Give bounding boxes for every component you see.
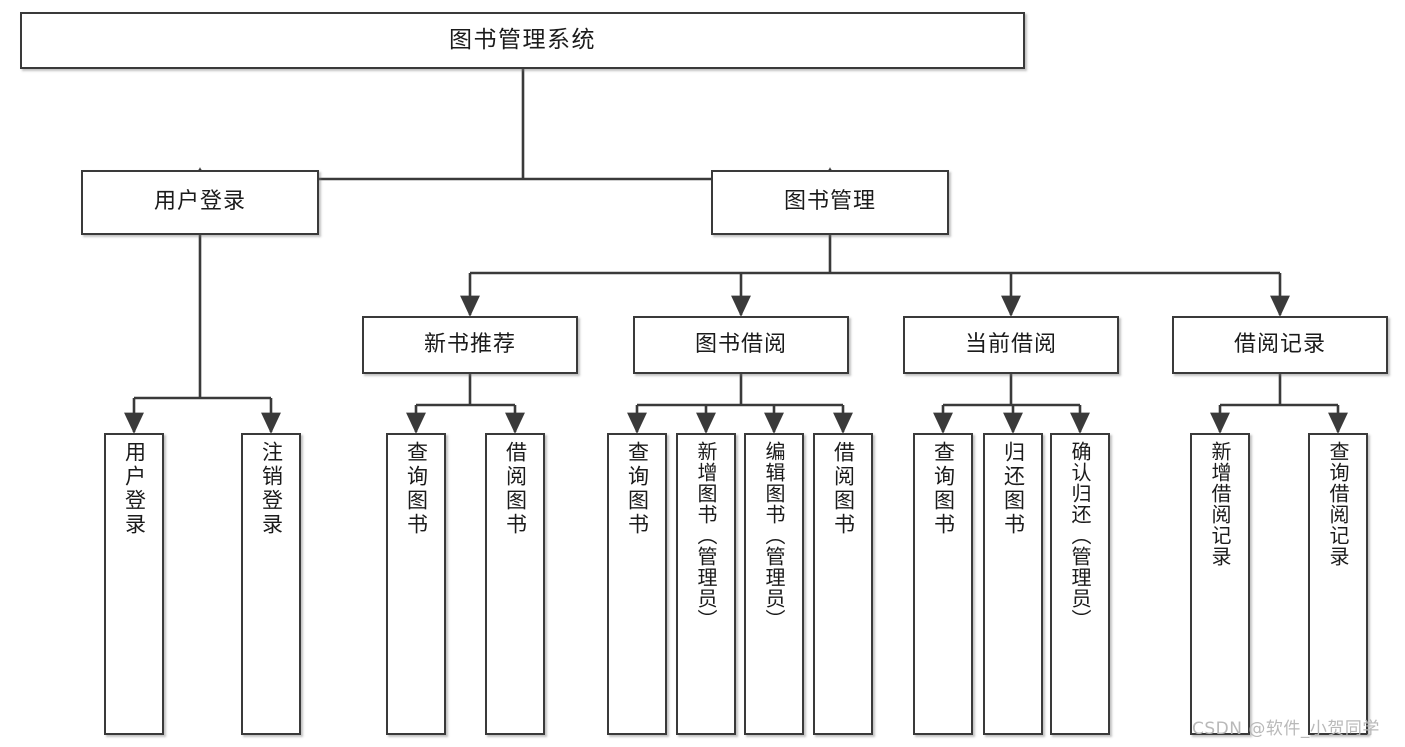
node-label: 图书管理系统 xyxy=(449,26,596,53)
leaf-add-borrow-record[interactable]: 新增借阅记录 xyxy=(1190,433,1250,735)
leaf-borrow-query-book[interactable]: 查询图书 xyxy=(607,433,667,735)
leaf-borrow-book[interactable]: 借阅图书 xyxy=(813,433,873,735)
node-label: 图书借阅 xyxy=(694,331,787,357)
node-user-login[interactable]: 用户登录 xyxy=(81,170,319,235)
node-label: 归还图书 xyxy=(1001,441,1026,537)
node-label: 当前借阅 xyxy=(964,331,1057,357)
node-label: 编辑图书（管理员） xyxy=(762,441,786,630)
node-label: 借阅图书 xyxy=(831,441,856,537)
node-label: 查询图书 xyxy=(404,441,429,537)
leaf-confirm-return-admin[interactable]: 确认归还（管理员） xyxy=(1050,433,1110,735)
leaf-query-borrow-record[interactable]: 查询借阅记录 xyxy=(1308,433,1368,735)
node-label: 查询借阅记录 xyxy=(1326,441,1350,567)
leaf-current-query-book[interactable]: 查询图书 xyxy=(913,433,973,735)
leaf-edit-book-admin[interactable]: 编辑图书（管理员） xyxy=(744,433,804,735)
node-new-book-recommend[interactable]: 新书推荐 xyxy=(362,316,578,374)
leaf-user-login[interactable]: 用户登录 xyxy=(104,433,164,735)
leaf-logout[interactable]: 注销登录 xyxy=(241,433,301,735)
leaf-new-borrow-book[interactable]: 借阅图书 xyxy=(485,433,545,735)
node-book-borrow[interactable]: 图书借阅 xyxy=(633,316,849,374)
leaf-new-query-book[interactable]: 查询图书 xyxy=(386,433,446,735)
leaf-add-book-admin[interactable]: 新增图书（管理员） xyxy=(676,433,736,735)
leaf-return-book[interactable]: 归还图书 xyxy=(983,433,1043,735)
node-label: 图书管理 xyxy=(783,189,876,215)
node-current-borrow[interactable]: 当前借阅 xyxy=(903,316,1119,374)
node-label: 注销登录 xyxy=(259,441,284,537)
node-label: 查询图书 xyxy=(931,441,956,537)
node-label: 确认归还（管理员） xyxy=(1068,441,1092,630)
node-label: 用户登录 xyxy=(153,189,246,215)
node-label: 新书推荐 xyxy=(423,331,516,357)
node-borrow-records[interactable]: 借阅记录 xyxy=(1172,316,1388,374)
node-label: 新增图书（管理员） xyxy=(694,441,718,630)
node-label: 借阅记录 xyxy=(1233,331,1326,357)
node-root[interactable]: 图书管理系统 xyxy=(20,12,1025,69)
node-label: 查询图书 xyxy=(625,441,650,537)
node-label: 新增借阅记录 xyxy=(1208,441,1232,567)
node-label: 借阅图书 xyxy=(503,441,528,537)
watermark: CSDN @软件_小贺同学 xyxy=(1192,719,1380,739)
node-label: 用户登录 xyxy=(122,441,147,537)
node-book-management[interactable]: 图书管理 xyxy=(711,170,949,235)
